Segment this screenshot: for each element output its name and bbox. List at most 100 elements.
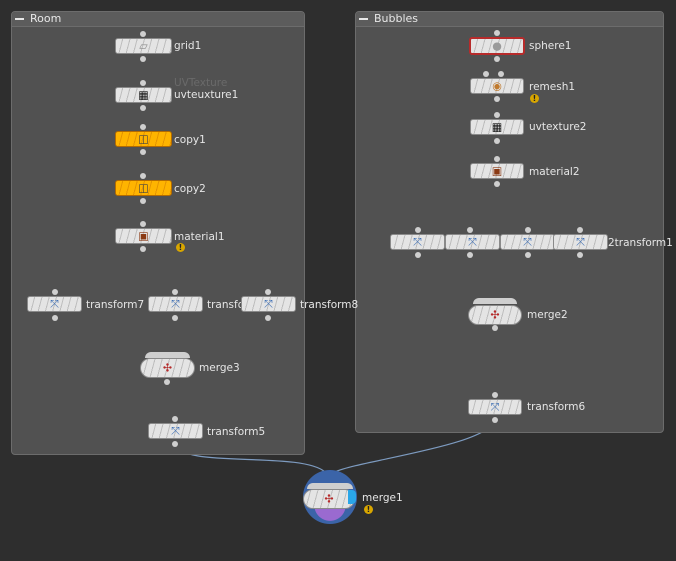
merge-icon: ✣ xyxy=(324,492,334,506)
node-sphere1[interactable]: ● xyxy=(469,37,525,55)
input-port[interactable] xyxy=(265,289,271,295)
node-label-transform6: transform6 xyxy=(527,401,586,413)
output-port[interactable] xyxy=(494,181,500,187)
output-port[interactable] xyxy=(140,56,146,62)
node-transform6[interactable]: ⤧ xyxy=(468,399,522,415)
node-grid1[interactable]: ▱ xyxy=(115,38,172,54)
input-port[interactable] xyxy=(483,71,489,77)
node-transform-c[interactable]: ⤧ xyxy=(500,234,555,250)
input-port[interactable] xyxy=(525,227,531,233)
input-port[interactable] xyxy=(140,221,146,227)
node-transform8[interactable]: ⤧ xyxy=(241,296,296,312)
checker-icon: ▦ xyxy=(138,88,149,102)
input-port[interactable] xyxy=(498,71,504,77)
output-port[interactable] xyxy=(415,252,421,258)
node-transform7[interactable]: ⤧ xyxy=(27,296,82,312)
node-transform-b[interactable]: ⤧ xyxy=(445,234,500,250)
output-port[interactable] xyxy=(140,105,146,111)
node-transform5[interactable]: ⤧ xyxy=(148,423,203,439)
transform-icon: ⤧ xyxy=(171,297,180,311)
node-uvtexture2[interactable]: ▦ xyxy=(470,119,524,135)
output-port[interactable] xyxy=(494,56,500,62)
input-port[interactable] xyxy=(140,80,146,86)
output-port[interactable] xyxy=(577,252,583,258)
warning-icon[interactable]: ! xyxy=(364,505,373,514)
output-port[interactable] xyxy=(492,325,498,331)
node-label-material2: material2 xyxy=(529,166,580,178)
output-port[interactable] xyxy=(172,315,178,321)
input-port[interactable] xyxy=(494,30,500,36)
collapse-icon[interactable] xyxy=(15,18,24,20)
node-label-transform8: transform8 xyxy=(300,299,359,311)
node-label-copy2: copy2 xyxy=(174,183,206,195)
network-box-header[interactable]: Room xyxy=(12,12,304,27)
output-port[interactable] xyxy=(525,252,531,258)
transform-icon: ⤧ xyxy=(50,297,59,311)
output-port[interactable] xyxy=(52,315,58,321)
material-icon: ▣ xyxy=(138,229,149,243)
input-port[interactable] xyxy=(494,112,500,118)
transform-icon: ⤧ xyxy=(490,400,500,414)
input-port[interactable] xyxy=(172,289,178,295)
output-port[interactable] xyxy=(172,441,178,447)
network-box-bubbles[interactable]: Bubbles xyxy=(355,11,664,433)
node-label-merge1: merge1 xyxy=(362,492,403,504)
warning-icon[interactable]: ! xyxy=(176,243,185,252)
node-uvtexture1[interactable]: ▦ xyxy=(115,87,172,103)
node-copy2[interactable]: ◫ xyxy=(115,180,172,196)
output-port[interactable] xyxy=(494,96,500,102)
node-copy1[interactable]: ◫ xyxy=(115,131,172,147)
input-port[interactable] xyxy=(140,124,146,130)
merge-icon: ✣ xyxy=(162,361,173,375)
collapse-icon[interactable] xyxy=(359,18,368,20)
node-label-copy1: copy1 xyxy=(174,134,206,146)
input-port[interactable] xyxy=(494,156,500,162)
input-port[interactable] xyxy=(140,173,146,179)
network-box-title: Room xyxy=(30,12,62,25)
transform-icon: ⤧ xyxy=(264,297,273,311)
input-port[interactable] xyxy=(172,416,178,422)
output-port[interactable] xyxy=(494,138,500,144)
output-port[interactable] xyxy=(140,198,146,204)
input-port[interactable] xyxy=(52,289,58,295)
checker-icon: ▦ xyxy=(491,120,503,134)
input-port[interactable] xyxy=(467,227,473,233)
input-port[interactable] xyxy=(577,227,583,233)
output-port[interactable] xyxy=(467,252,473,258)
grid-icon: ▱ xyxy=(139,39,148,53)
node-remesh1[interactable]: ◉ xyxy=(470,78,524,94)
node-label-merge2: merge2 xyxy=(527,309,568,321)
node-label-sphere1: sphere1 xyxy=(529,40,572,52)
node-material1[interactable]: ▣ xyxy=(115,228,172,244)
transform-icon: ⤧ xyxy=(468,235,477,249)
merge-input-bar[interactable] xyxy=(145,352,190,358)
node-label-transform1: 2transform1 xyxy=(608,237,673,249)
output-port[interactable] xyxy=(140,246,146,252)
network-box-title: Bubbles xyxy=(374,12,419,25)
node-label-transform7: transform7 xyxy=(86,299,145,311)
input-port[interactable] xyxy=(492,392,498,398)
output-port[interactable] xyxy=(492,417,498,423)
node-transform-a[interactable]: ⤧ xyxy=(390,234,445,250)
output-port[interactable] xyxy=(265,315,271,321)
node-transform1[interactable]: ⤧ xyxy=(553,234,608,250)
material-icon: ▣ xyxy=(491,164,503,178)
node-label-uvtexture1: uvteuxture1 xyxy=(174,89,239,101)
output-port[interactable] xyxy=(140,149,146,155)
merge-input-bar[interactable] xyxy=(307,483,353,489)
input-port[interactable] xyxy=(415,227,421,233)
node-label-transform5: transform5 xyxy=(207,426,266,438)
display-flag[interactable] xyxy=(348,490,356,504)
output-port[interactable] xyxy=(164,379,170,385)
node-transform-mid[interactable]: ⤧ xyxy=(148,296,203,312)
network-box-header[interactable]: Bubbles xyxy=(356,12,663,27)
node-label-remesh1: remesh1 xyxy=(529,81,576,93)
node-merge3[interactable]: ✣ xyxy=(140,358,195,378)
remesh-icon: ◉ xyxy=(492,79,502,93)
warning-icon[interactable]: ! xyxy=(530,94,539,103)
node-material2[interactable]: ▣ xyxy=(470,163,524,179)
input-port[interactable] xyxy=(140,31,146,37)
merge-input-bar[interactable] xyxy=(473,298,517,304)
transform-icon: ⤧ xyxy=(171,424,180,438)
node-merge2[interactable]: ✣ xyxy=(468,305,522,325)
